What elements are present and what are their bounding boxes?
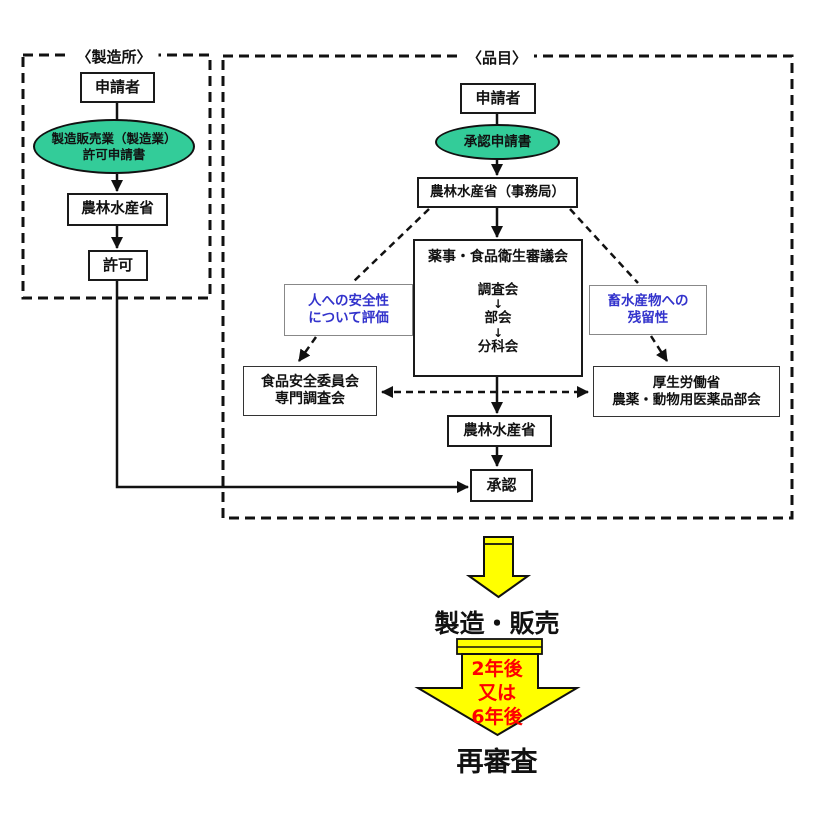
- approval-application-ellipse: 承認申請書: [435, 124, 560, 160]
- human-safety-line1: 人への安全性: [308, 293, 389, 310]
- residue-line2: 残留性: [627, 310, 669, 326]
- dashed-arrow-human-safety-to-food-safety: [297, 336, 318, 362]
- dashed-arrow-residue-to-mhlw: [649, 335, 669, 362]
- permit-application-line1: 製造販売業（製造業）: [51, 130, 177, 146]
- pharmaceutical-food-sanitation-council-box: 薬事・食品衛生審議会 調査会 ↓ 部会 ↓ 分科会: [413, 239, 583, 377]
- food-safety-line2: 専門調査会: [275, 391, 345, 407]
- mhlw-line2: 農薬・動物用医薬品部会: [612, 391, 761, 408]
- yellow-arrow-to-manufacture-sale: [465, 536, 532, 599]
- council-step-section: 分科会: [477, 339, 519, 356]
- reexamination-label: 再審査: [456, 747, 538, 778]
- item-panel-border: [221, 54, 794, 520]
- livestock-residue-label: 畜水産物への 残留性: [589, 285, 707, 335]
- council-down-arrow-2: ↓: [492, 326, 504, 341]
- council-down-arrow-1: ↓: [492, 297, 504, 312]
- reexamination-period-label: 2年後 又は 6年後: [471, 658, 523, 728]
- permit-application-ellipse: 製造販売業（製造業） 許可申請書: [33, 119, 195, 174]
- manufacturing-site-panel-title: 〈製造所〉: [69, 46, 159, 67]
- council-step-subcommittee: 部会: [484, 310, 512, 327]
- applicant-box-left: 申請者: [80, 72, 155, 103]
- maff-box-right: 農林水産省: [447, 415, 552, 447]
- approval-box: 承認: [470, 469, 533, 502]
- dashed-secretariat-to-human-safety: [351, 208, 430, 284]
- dashed-secretariat-to-residue: [569, 208, 639, 284]
- human-safety-line2: について評価: [308, 310, 389, 326]
- council-step-investigation: 調査会: [477, 281, 519, 298]
- maff-box-left: 農林水産省: [67, 193, 168, 226]
- food-safety-commission-box: 食品安全委員会 専門調査会: [243, 366, 377, 416]
- human-safety-evaluation-label: 人への安全性 について評価: [284, 284, 413, 336]
- mhlw-committee-box: 厚生労働省 農薬・動物用医薬品部会: [593, 366, 780, 417]
- manufacturing-site-panel-border: [21, 53, 212, 300]
- food-safety-line1: 食品安全委員会: [261, 373, 359, 390]
- residue-line1: 畜水産物への: [607, 293, 689, 310]
- council-title: 薬事・食品衛生審議会: [428, 249, 568, 265]
- mhlw-line1: 厚生労働省: [652, 374, 721, 391]
- applicant-box-right: 申請者: [460, 83, 536, 114]
- yellow-arrow-to-reexamination: [414, 638, 581, 737]
- maff-secretariat-box: 農林水産省（事務局）: [417, 177, 578, 208]
- manufacture-sale-label: 製造・販売: [434, 609, 560, 638]
- permission-box: 許可: [88, 250, 148, 281]
- arrow-permission-to-approval: [115, 281, 469, 493]
- item-panel-title: 〈品目〉: [459, 47, 535, 68]
- permit-application-line2: 許可申請書: [82, 146, 146, 162]
